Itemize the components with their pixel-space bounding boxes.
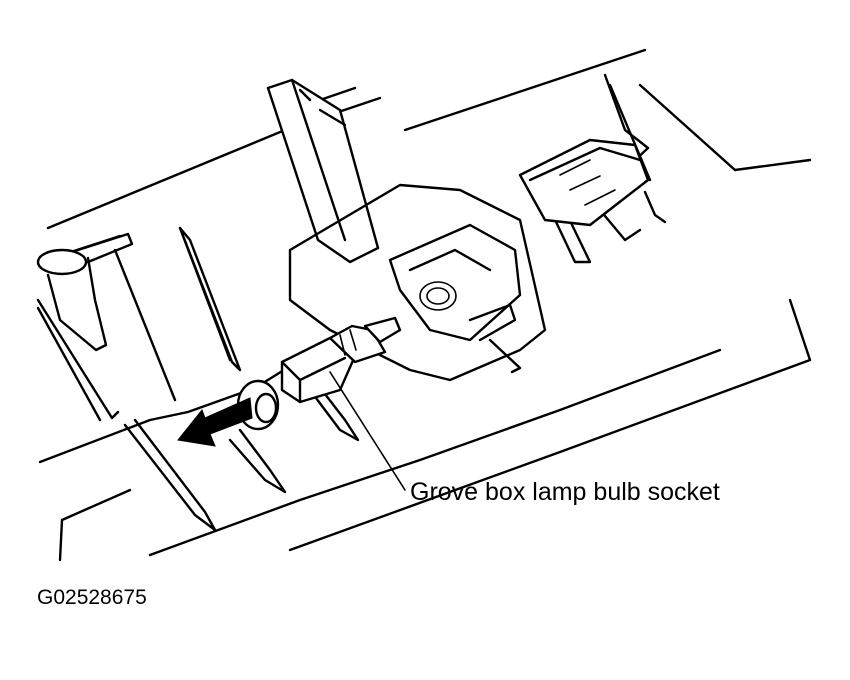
- lamp-housing: [288, 183, 547, 382]
- center-support-post: [266, 78, 380, 264]
- inner-ribs: [36, 186, 667, 532]
- figure-code: G02528675: [37, 586, 147, 609]
- left-mounting-bracket: [36, 232, 134, 420]
- callout-leader-line: [329, 371, 406, 491]
- removal-direction-arrow-icon: [177, 397, 253, 447]
- glove-box-rails: [38, 73, 812, 562]
- wire-connector: [518, 138, 650, 227]
- callout-label: Grove box lamp bulb socket: [410, 478, 720, 506]
- bulb-socket: [280, 316, 402, 404]
